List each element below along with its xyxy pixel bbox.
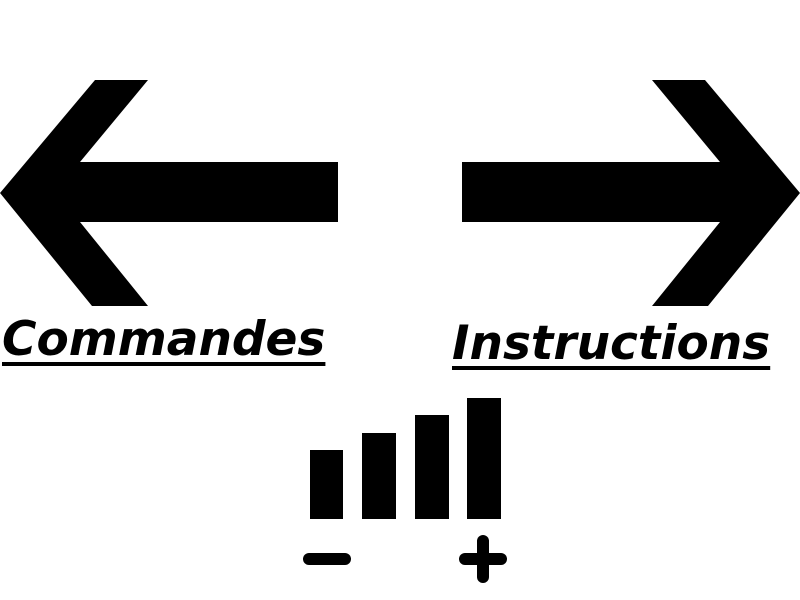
right-arrow-icon[interactable] <box>460 80 800 310</box>
volume-bar-1 <box>310 450 343 519</box>
right-arrow-shape <box>462 80 800 306</box>
left-arrow-icon[interactable] <box>0 80 340 310</box>
plus-icon <box>459 535 507 583</box>
volume-level-icon <box>303 398 507 583</box>
instructions-link[interactable]: Instructions <box>452 316 771 371</box>
volume-control[interactable] <box>300 395 520 590</box>
volume-bar-4 <box>467 398 501 519</box>
left-arrow-shape <box>0 80 338 306</box>
minus-icon <box>303 553 351 565</box>
volume-bar-2 <box>362 433 396 519</box>
commandes-link[interactable]: Commandes <box>2 312 326 367</box>
volume-bar-3 <box>415 415 449 519</box>
